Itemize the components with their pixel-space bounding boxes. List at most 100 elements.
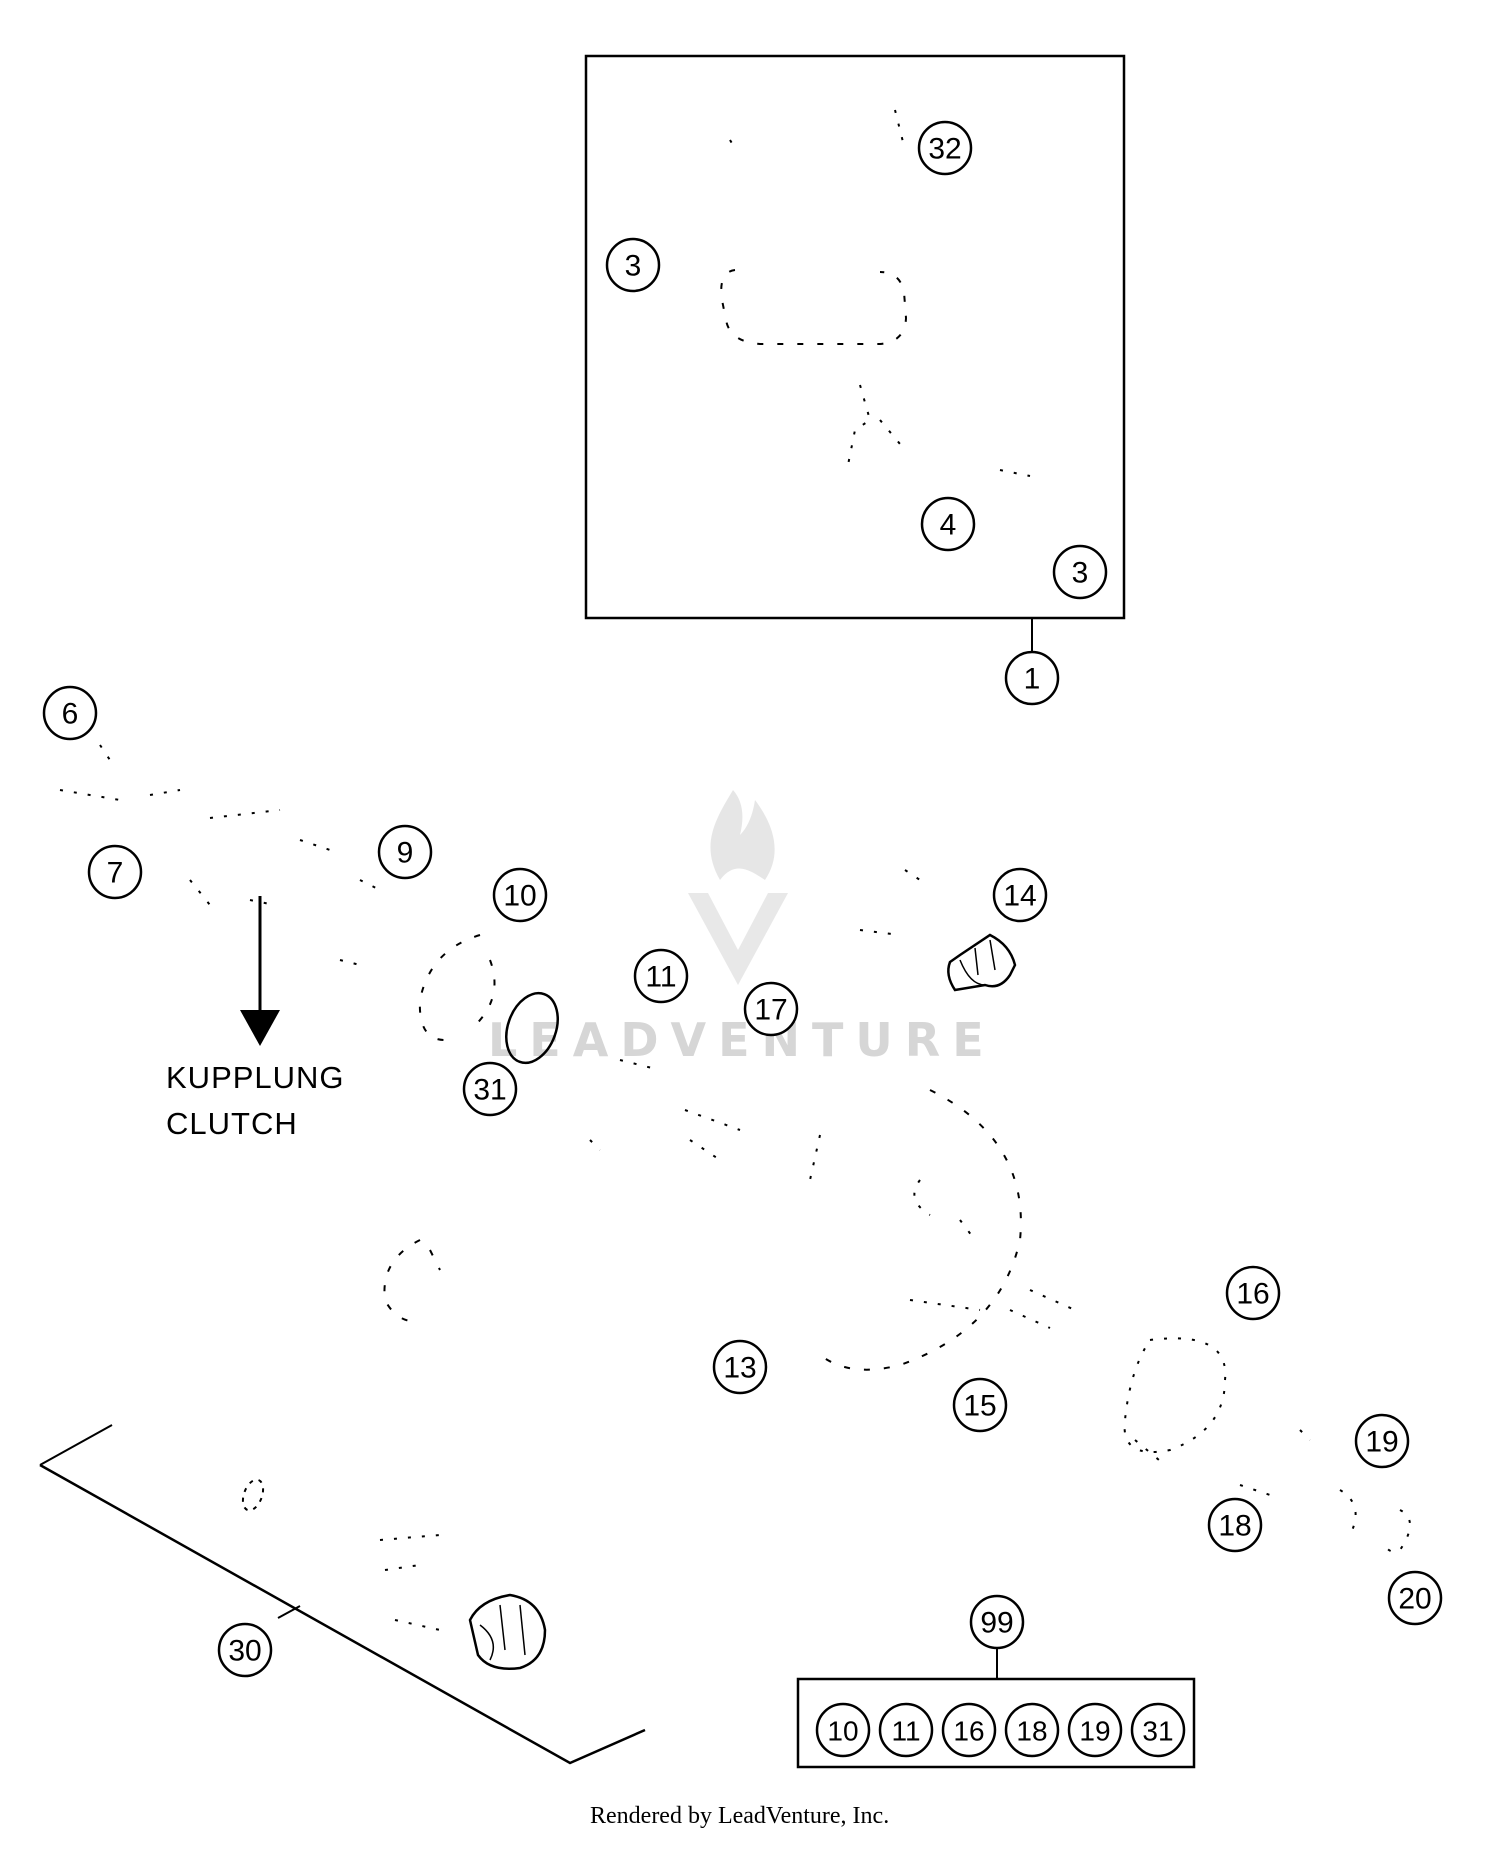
callout-frame-32-circle xyxy=(917,120,973,176)
bearing-10-shape xyxy=(418,934,496,1041)
repair-kit-item-31-circle xyxy=(1130,1702,1186,1758)
callout-frame-3-top-circle xyxy=(605,237,661,293)
callout-p13: 13 xyxy=(712,1339,768,1395)
crank-pin-fragments xyxy=(589,1059,741,1161)
callout-p14: 14 xyxy=(992,867,1048,923)
note-clutch: CLUTCH xyxy=(166,1106,298,1141)
gear-16-shape xyxy=(1123,1337,1227,1453)
callout-frame-3-bottom: 3 xyxy=(1052,544,1108,600)
callout-p15-circle xyxy=(952,1377,1008,1433)
callout-frame-4: 4 xyxy=(920,496,976,552)
callout-p18: 18 xyxy=(1207,1497,1263,1553)
callout-p31-circle xyxy=(462,1061,518,1117)
repair-kit-box xyxy=(796,1677,1196,1769)
callout-p11-number: 11 xyxy=(645,961,676,994)
callout-frame-4-circle xyxy=(920,496,976,552)
watermark-logo xyxy=(688,790,788,985)
callout-p30-number: 30 xyxy=(228,1635,261,1668)
repair-kit-item-11: 11 xyxy=(878,1702,934,1758)
gear-16-edge xyxy=(1134,1439,1166,1466)
callout-p31: 31 xyxy=(462,1061,518,1117)
callout-p19-number: 19 xyxy=(1365,1426,1398,1459)
arrow-down-icon xyxy=(240,896,280,1046)
callout-frame-32: 32 xyxy=(917,120,973,176)
footer-credit: Rendered by LeadVenture, Inc. xyxy=(590,1803,889,1829)
callout-frame-32-number: 32 xyxy=(928,133,961,166)
v-mark-icon xyxy=(688,893,788,985)
callout-p6-circle xyxy=(42,685,98,741)
callout-p10-number: 10 xyxy=(503,880,536,913)
callout-p6: 6 xyxy=(42,685,98,741)
note-kupplung: KUPPLUNG xyxy=(166,1060,345,1095)
callout-p7-circle xyxy=(87,844,143,900)
callout-p15: 15 xyxy=(952,1377,1008,1433)
repair-kit-item-10-number: 10 xyxy=(827,1716,858,1747)
callout-p17: 17 xyxy=(743,981,799,1037)
frame-part-fragments xyxy=(847,109,906,466)
callout-p20-circle xyxy=(1387,1570,1443,1626)
callout-p30: 30 xyxy=(217,1622,273,1678)
assembly-30-fragments xyxy=(379,1534,441,1631)
assembly-30-edge xyxy=(39,1424,113,1466)
callout-kit-frame-circle xyxy=(1004,650,1060,706)
callout-p9-number: 9 xyxy=(397,837,414,870)
assembly-30-bushing xyxy=(468,1593,547,1670)
callout-p20-number: 20 xyxy=(1398,1583,1431,1616)
washer-18-fragments xyxy=(1239,1429,1311,1496)
assembly-30-leader xyxy=(277,1605,301,1619)
assembly-30-hole xyxy=(241,1478,265,1512)
callout-frame-3-top-number: 3 xyxy=(625,250,642,283)
crank-web-fragments xyxy=(809,1134,1076,1329)
repair-kit-item-19-number: 19 xyxy=(1079,1716,1110,1747)
repair-kit-item-31-number: 31 xyxy=(1142,1716,1173,1747)
callout-p17-number: 17 xyxy=(754,994,787,1027)
shaft-fragments-left xyxy=(59,744,331,851)
repair-kit-item-19: 19 xyxy=(1067,1702,1123,1758)
callout-p13-circle xyxy=(712,1339,768,1395)
callout-frame-4-number: 4 xyxy=(940,509,957,542)
callout-p14-circle xyxy=(992,867,1048,923)
callout-p99-number: 99 xyxy=(980,1607,1013,1640)
repair-kit-item-18-circle xyxy=(1004,1702,1060,1758)
callout-p16-number: 16 xyxy=(1236,1278,1269,1311)
crank-web-arc xyxy=(819,1089,1022,1371)
callout-p11: 11 xyxy=(633,948,689,1004)
repair-kit-item-16: 16 xyxy=(941,1702,997,1758)
repair-kit-item-10-circle xyxy=(815,1702,871,1758)
callout-frame-3-bottom-number: 3 xyxy=(1072,557,1089,590)
repair-kit-item-16-number: 16 xyxy=(953,1716,984,1747)
callout-p14-number: 14 xyxy=(1003,880,1036,913)
repair-kit-item-18-number: 18 xyxy=(1016,1716,1047,1747)
callout-p10-circle xyxy=(492,867,548,923)
callout-p18-circle xyxy=(1207,1497,1263,1553)
watermark-text: LEADVENTURE xyxy=(488,1013,996,1067)
bushing-14-fragments xyxy=(859,869,921,936)
repair-kit-item-16-circle xyxy=(941,1702,997,1758)
assembly-30-outline xyxy=(39,1463,646,1765)
callout-p16: 16 xyxy=(1225,1265,1281,1321)
callout-p10: 10 xyxy=(492,867,548,923)
callout-kit-frame-number: 1 xyxy=(1024,663,1041,696)
callout-p6-number: 6 xyxy=(62,698,79,731)
repair-kit-item-31: 31 xyxy=(1130,1702,1186,1758)
callout-p16-circle xyxy=(1225,1265,1281,1321)
seal-31-shape xyxy=(505,991,559,1065)
repair-kit-item-11-circle xyxy=(878,1702,934,1758)
repair-kit-item-10: 10 xyxy=(815,1702,871,1758)
shaft-fragments-mid xyxy=(189,879,381,966)
callout-p19: 19 xyxy=(1354,1413,1410,1469)
callout-frame-3-bottom-circle xyxy=(1052,544,1108,600)
frame-part-outline xyxy=(720,269,908,345)
callout-p99: 99 xyxy=(969,1594,1025,1650)
flame-icon xyxy=(710,790,775,880)
callout-p9-circle xyxy=(377,824,433,880)
repair-kit-item-18: 18 xyxy=(1004,1702,1060,1758)
callout-p20: 20 xyxy=(1387,1570,1443,1626)
callout-frame-3-top: 3 xyxy=(605,237,661,293)
callout-p7-number: 7 xyxy=(107,857,124,890)
frame-part-ticks xyxy=(729,139,1031,477)
crank-left-fragment xyxy=(383,1239,441,1323)
callout-p99-circle xyxy=(969,1594,1025,1650)
callout-kit-frame: 1 xyxy=(1004,650,1060,706)
callout-p11-circle xyxy=(633,948,689,1004)
